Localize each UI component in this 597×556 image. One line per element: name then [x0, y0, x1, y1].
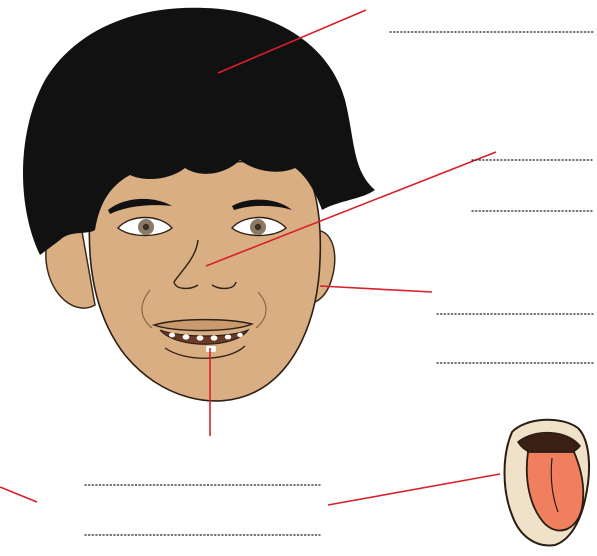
pointer-ear [320, 286, 432, 292]
tongue-illustration [505, 420, 590, 546]
face-skin [89, 160, 320, 401]
right-pupil [255, 224, 261, 230]
left-pupil [143, 224, 149, 230]
pointer-tongue [328, 474, 500, 505]
face-illustration [23, 8, 375, 401]
pointer-left-edge [0, 487, 37, 502]
